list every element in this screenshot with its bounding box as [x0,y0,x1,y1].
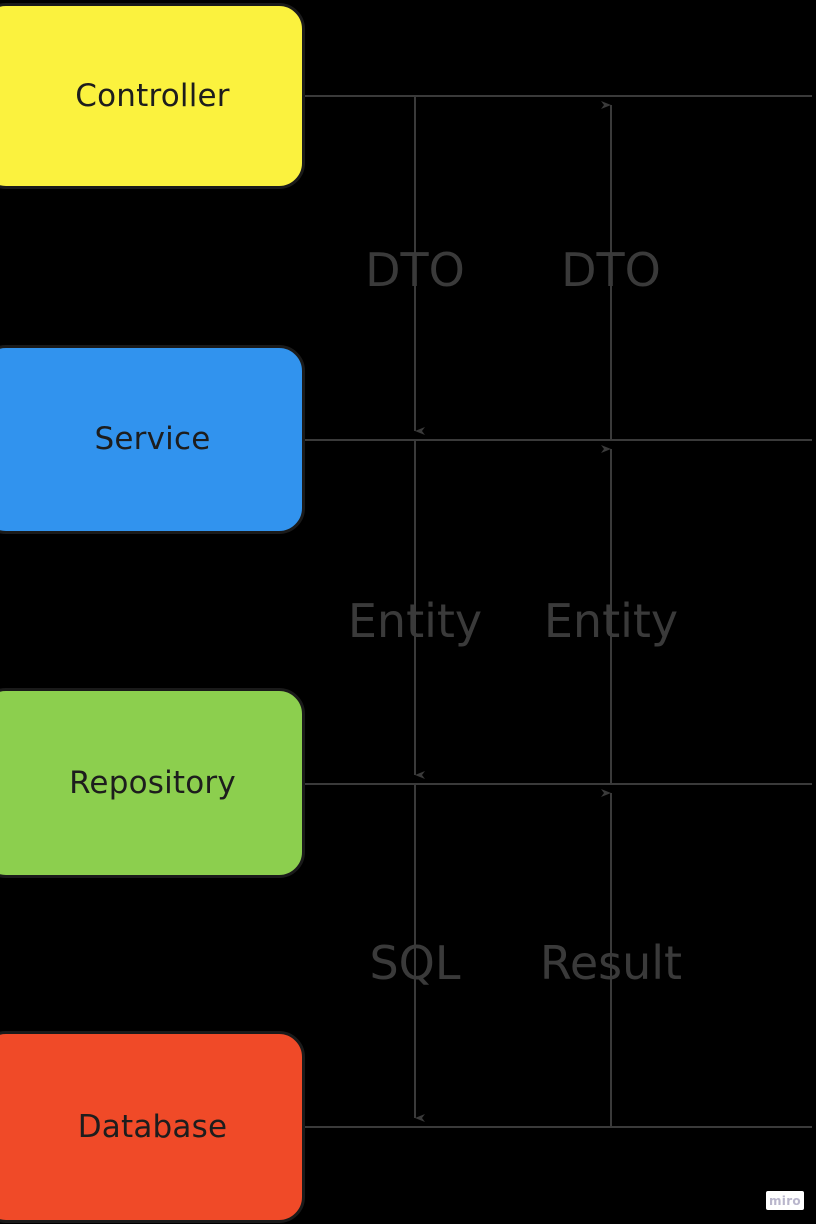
layer-box-controller[interactable]: Controller [0,3,305,189]
flow-label-sql-down: SQL [369,936,461,990]
layer-box-service[interactable]: Service [0,345,305,534]
flow-label-dto-down: DTO [365,243,465,297]
layer-label-database: Database [77,1108,228,1145]
flow-label-entity-down: Entity [347,594,483,648]
layer-box-repository[interactable]: Repository [0,688,305,878]
flow-label-dto-up: DTO [561,243,661,297]
flow-label-entity-up: Entity [543,594,679,648]
layer-label-service: Service [94,421,211,457]
layer-label-repository: Repository [69,764,236,801]
layer-box-database[interactable]: Database [0,1031,305,1223]
miro-watermark: miro [766,1191,804,1210]
miro-watermark-label: miro [769,1193,801,1208]
flow-label-result-up: Result [539,936,683,990]
layer-label-controller: Controller [75,77,230,114]
